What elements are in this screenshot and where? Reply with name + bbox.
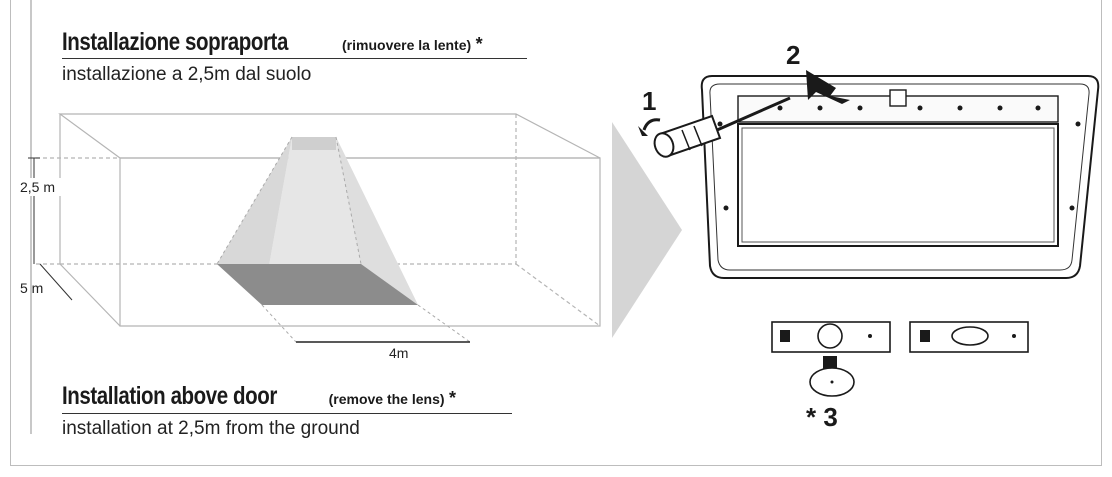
strip-screws xyxy=(777,105,1041,111)
english-note: (remove the lens) xyxy=(328,391,445,407)
english-title: Installation above door xyxy=(62,382,277,410)
slide-arrow-icon xyxy=(806,70,850,104)
left-margin-rule xyxy=(30,0,32,434)
english-heading-rule xyxy=(62,413,512,414)
cone-dashed-edges xyxy=(216,136,471,343)
step-1-label: 1 xyxy=(642,86,656,116)
transition-arrow xyxy=(612,122,682,338)
italian-title: Installazione sopraporta xyxy=(62,28,288,56)
cone-left-face xyxy=(217,137,292,305)
housing-window xyxy=(737,123,1059,247)
depth-dimension-line xyxy=(39,263,73,301)
italian-note: (rimuovere la lente) xyxy=(342,37,472,53)
cone-right-face xyxy=(336,137,418,305)
height-label: 2,5 m xyxy=(20,179,55,195)
latch-clip xyxy=(889,89,907,107)
detection-floor-area xyxy=(217,264,418,305)
english-asterisk: * xyxy=(449,388,457,408)
module-left xyxy=(771,321,891,353)
page-frame xyxy=(10,0,1102,466)
step-2-label: 2 xyxy=(786,40,800,70)
room-floor-left-edge xyxy=(59,263,121,327)
english-subtitle: installation at 2,5m from the ground xyxy=(62,418,360,439)
depth-label: 5 m xyxy=(20,280,43,296)
module-right xyxy=(909,321,1029,353)
english-heading: Installation above door (remove the lens… xyxy=(62,382,456,411)
step-3-label: * 3 xyxy=(806,402,838,432)
italian-heading: Installazione sopraporta (rimuovere la l… xyxy=(62,28,483,57)
italian-asterisk: * xyxy=(475,34,483,54)
lens-center xyxy=(830,380,834,384)
italian-heading-rule xyxy=(62,58,527,59)
device-illustration: 1 2 * 3 xyxy=(638,40,1100,432)
room-floor-right-edge xyxy=(515,263,601,327)
housing-window-inner xyxy=(741,127,1055,243)
housing-screw-holes xyxy=(717,121,1081,211)
room-front-wall xyxy=(119,157,601,327)
housing-bevel xyxy=(709,83,1090,271)
rotate-arrow-icon xyxy=(642,118,661,131)
room-detection-diagram: 2,5 m 5 m 4m xyxy=(14,113,601,361)
screwdriver-icon xyxy=(653,96,791,158)
sensor-mount xyxy=(292,137,336,150)
italian-subtitle: installazione a 2,5m dal suolo xyxy=(62,64,312,85)
height-label-bg xyxy=(14,178,62,196)
rotate-arrow-head xyxy=(638,126,648,136)
arrow-shape xyxy=(612,122,682,338)
width-label: 4m xyxy=(389,345,408,361)
